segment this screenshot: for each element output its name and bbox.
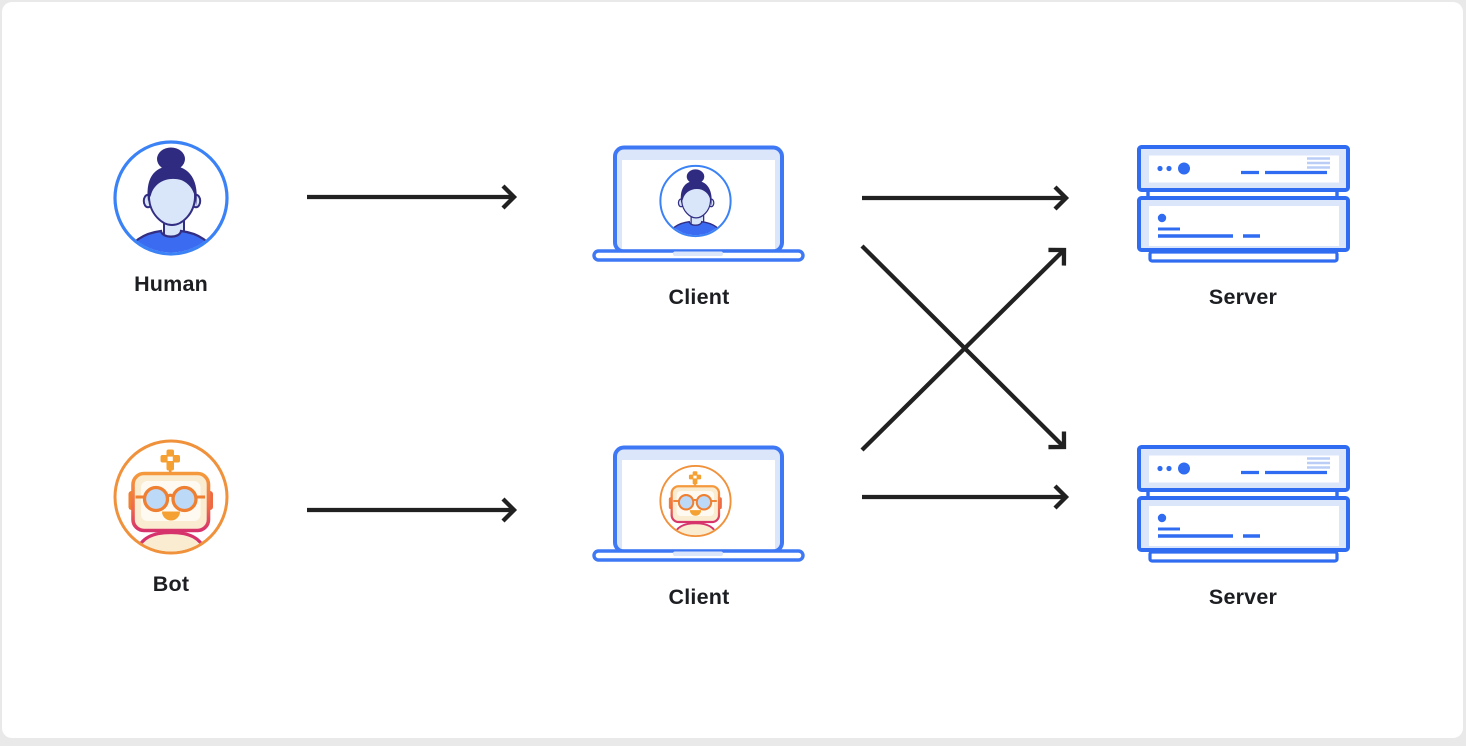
bot-avatar-icon	[112, 438, 230, 556]
bot-avatar-icon	[660, 466, 730, 537]
client-top-laptop-icon	[592, 145, 805, 262]
server-bottom-label: Server	[1208, 585, 1278, 609]
client-bottom-label: Client	[668, 585, 730, 609]
server-top-label: Server	[1208, 285, 1278, 309]
client-top-label: Client	[668, 285, 730, 309]
server-top-rack-icon	[1137, 145, 1350, 263]
bot-label: Bot	[152, 572, 190, 596]
human-label: Human	[134, 272, 208, 296]
client-bottom-laptop-icon	[592, 445, 805, 562]
human-avatar-icon	[112, 139, 230, 257]
server-bottom-rack-icon	[1137, 445, 1350, 563]
